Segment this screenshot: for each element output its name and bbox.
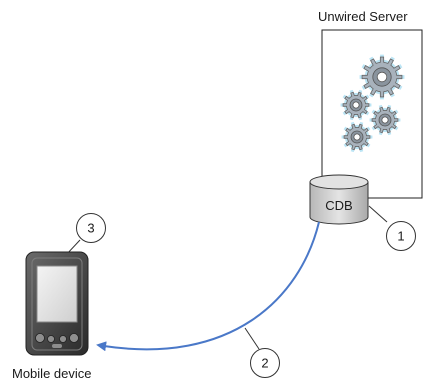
callout-2-number: 2 <box>261 356 268 371</box>
gear-icon <box>340 89 372 121</box>
callout-3-number: 3 <box>87 221 94 236</box>
device-label: Mobile device <box>12 366 92 381</box>
unwired-server: Unwired Server <box>318 9 423 199</box>
callout-1-leader <box>368 205 388 223</box>
pda-device-icon <box>25 251 89 356</box>
database-icon <box>309 174 369 225</box>
gears-icon <box>340 54 405 153</box>
gear-icon <box>359 54 405 100</box>
callout-2-leader <box>244 327 260 350</box>
callout-2: 2 <box>244 327 280 378</box>
mobile-device: Mobile device <box>12 251 92 381</box>
callout-2-circle <box>250 348 280 378</box>
callout-3: 3 <box>65 213 106 256</box>
callout-1-number: 1 <box>397 229 404 244</box>
gear-icon <box>369 104 401 136</box>
gear-icon <box>341 121 373 153</box>
server-box <box>321 29 423 199</box>
database-label: CDB <box>325 198 352 213</box>
sync-arrow <box>96 221 320 352</box>
callout-3-circle <box>76 213 106 243</box>
cdb-database: CDB <box>309 174 369 225</box>
callout-1: 1 <box>368 205 416 251</box>
callout-1-circle <box>386 221 416 251</box>
server-label: Unwired Server <box>318 9 408 24</box>
